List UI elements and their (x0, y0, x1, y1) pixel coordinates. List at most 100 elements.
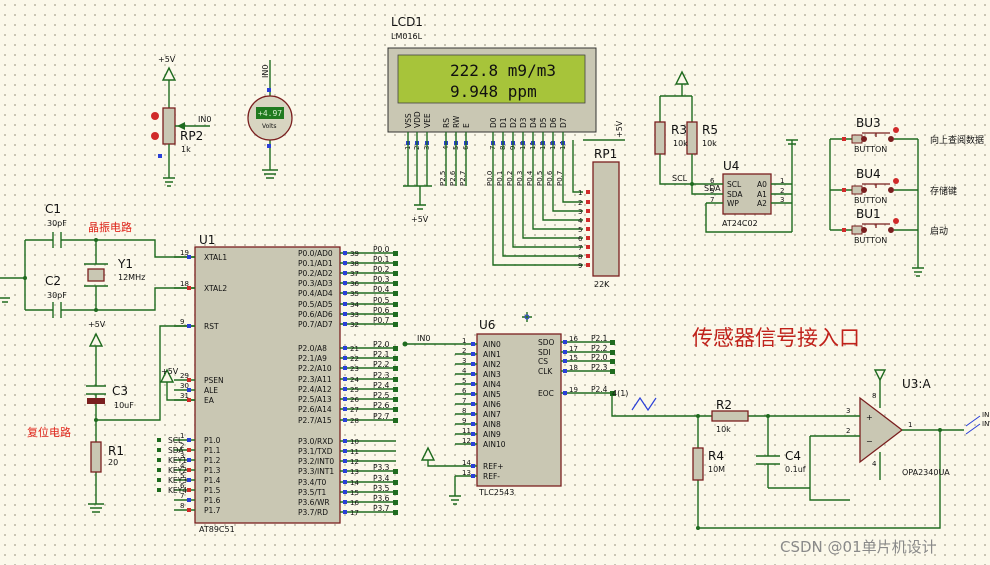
u1-pin-marker (187, 508, 191, 512)
u1-net-terminal (393, 271, 398, 276)
u1-net-terminal (393, 500, 398, 505)
rp1-pin-number: 1 (578, 189, 582, 197)
r5-value: 10k (702, 139, 717, 148)
u6-pin-marker (471, 422, 475, 426)
lcd-screen (397, 54, 586, 104)
u1-net-label: P0.2 (373, 265, 390, 274)
u6-net-label: P2.3 (591, 363, 608, 372)
u6-pin-name: AIN2 (483, 360, 501, 369)
u1-net-terminal (393, 510, 398, 515)
u3-pins: 32184ININV (846, 392, 990, 468)
lcd1[interactable]: LCD1 LM016L 222.8 m9/m3 9.948 ppm (387, 15, 597, 133)
rp2-value: 1k (181, 145, 191, 154)
r4-ref: R4 (708, 449, 724, 463)
u1-pin-name: P0.7/AD7 (298, 320, 333, 329)
u4[interactable]: U4 AT24C02 (705, 139, 798, 233)
lcd-ref: LCD1 (391, 15, 423, 29)
u6-pin-number: 11 (462, 427, 471, 435)
u1-pin-name: P0.0/AD0 (298, 249, 333, 258)
u1-net-label: P2.6 (373, 401, 390, 410)
button-type: BUTTON (854, 236, 887, 245)
u6-pin-name: REF+ (483, 462, 504, 471)
u1-pin-name: P3.3/INT1 (298, 467, 334, 476)
u1-pin-marker (343, 387, 347, 391)
sensor-frontend[interactable]: 传感器信号接入口 4(1) R2 10k R4 10M C4 0.1uf + −… (611, 326, 981, 530)
u4-pin-number: 5 (710, 187, 714, 195)
u4-pin-name: A1 (757, 190, 767, 199)
c4-value: 0.1uf (785, 465, 806, 474)
u6-net-label: P2.1 (591, 334, 608, 343)
rp2[interactable]: +5V IN0 RP2 1k (151, 55, 211, 187)
u1-pin-marker (343, 500, 347, 504)
u3-pin-number: 3 (846, 407, 850, 415)
lcd-pin-name: D2 (509, 117, 518, 128)
u1-pin-marker (343, 459, 347, 463)
u1-pin-marker (187, 498, 191, 502)
rp2-ref: RP2 (180, 129, 203, 143)
u1-pin-marker (343, 261, 347, 265)
u1-net-label: SCL (168, 436, 183, 445)
u1-net-label: P3.3 (373, 463, 390, 472)
r2-ref: R2 (716, 398, 732, 412)
u3-output-label: INV (982, 420, 990, 428)
volt-unit: Volts (262, 123, 276, 130)
rp1[interactable]: RP1 22K (592, 147, 620, 289)
u6-pin-number: 6 (462, 387, 467, 395)
u1-pin-name: P2.7/A15 (298, 416, 332, 425)
u1-net-label: P0.7 (373, 316, 390, 325)
u1-net-marker (157, 438, 161, 442)
rp1-pin-marker (586, 236, 590, 240)
u1-pin-name: ALE (204, 386, 218, 395)
r5-ref: R5 (702, 123, 718, 137)
u1-net-label: P2.0 (373, 340, 390, 349)
c4-ref: C4 (785, 449, 801, 463)
u1-net-label: KEY2 (168, 466, 187, 475)
u1-pin-number: 10 (350, 438, 359, 446)
button-cap (851, 185, 863, 195)
crystal-circuit[interactable]: 晶振电路 C1 30pF C2 30pF Y1 12MHz (0, 202, 195, 318)
u3-output-label: IN (982, 411, 989, 419)
u1-pin-marker (343, 281, 347, 285)
rp1-value: 22K (594, 280, 610, 289)
u1-pin-name: XTAL2 (204, 284, 227, 293)
u6-adc[interactable]: U6 TLC2543 IN0 (402, 312, 562, 505)
u1-mcu[interactable]: U1 AT89C51 (194, 233, 341, 534)
u1-pin-marker (343, 356, 347, 360)
u1-pin-name: P3.0/RXD (298, 437, 333, 446)
voltmeter[interactable]: IN0 +4.97 Volts (247, 60, 293, 179)
pullup-resistors[interactable]: R3 10k R5 10k SCL SDA (654, 70, 721, 195)
u1-net-label: P0.4 (373, 285, 390, 294)
u6-net-terminal (610, 340, 615, 345)
u6-pin-marker (471, 442, 475, 446)
u1-pin-name: P0.1/AD1 (298, 259, 333, 268)
u4-pin-number: 6 (710, 177, 715, 185)
u1-pin-number: 3 (180, 452, 184, 460)
button-type: BUTTON (854, 145, 887, 154)
u1-pin-marker (187, 448, 191, 452)
u6-pin-marker (471, 464, 475, 468)
u1-pin-marker (187, 255, 191, 259)
rp1-pin-marker (586, 263, 590, 267)
eoc-probe-label: 4(1) (612, 389, 628, 398)
lcd-model: LM016L (391, 32, 423, 41)
u1-pin-name: P3.5/T1 (298, 488, 327, 497)
u1-pin-name: P0.5/AD5 (298, 300, 333, 309)
rp1-pin-marker (586, 254, 590, 258)
lcd-data-net: P0.0 (486, 171, 494, 186)
u4-pin-number: 7 (710, 196, 714, 204)
u1-net-label: P0.0 (373, 245, 390, 254)
y1-value: 12MHz (118, 273, 145, 282)
lcd-vdd-label: +5V (411, 215, 429, 224)
u6-net-terminal (610, 350, 615, 355)
u1-pin-name: P2.5/A13 (298, 395, 332, 404)
u1-pin-name: P2.6/A14 (298, 405, 332, 414)
net-scl: SCL (672, 174, 688, 183)
label-sensor: 传感器信号接入口 (692, 326, 860, 350)
r2-value: 10k (716, 425, 731, 434)
u6-net-in: IN0 (417, 334, 430, 343)
rp1-vcc: +5V (615, 120, 624, 138)
